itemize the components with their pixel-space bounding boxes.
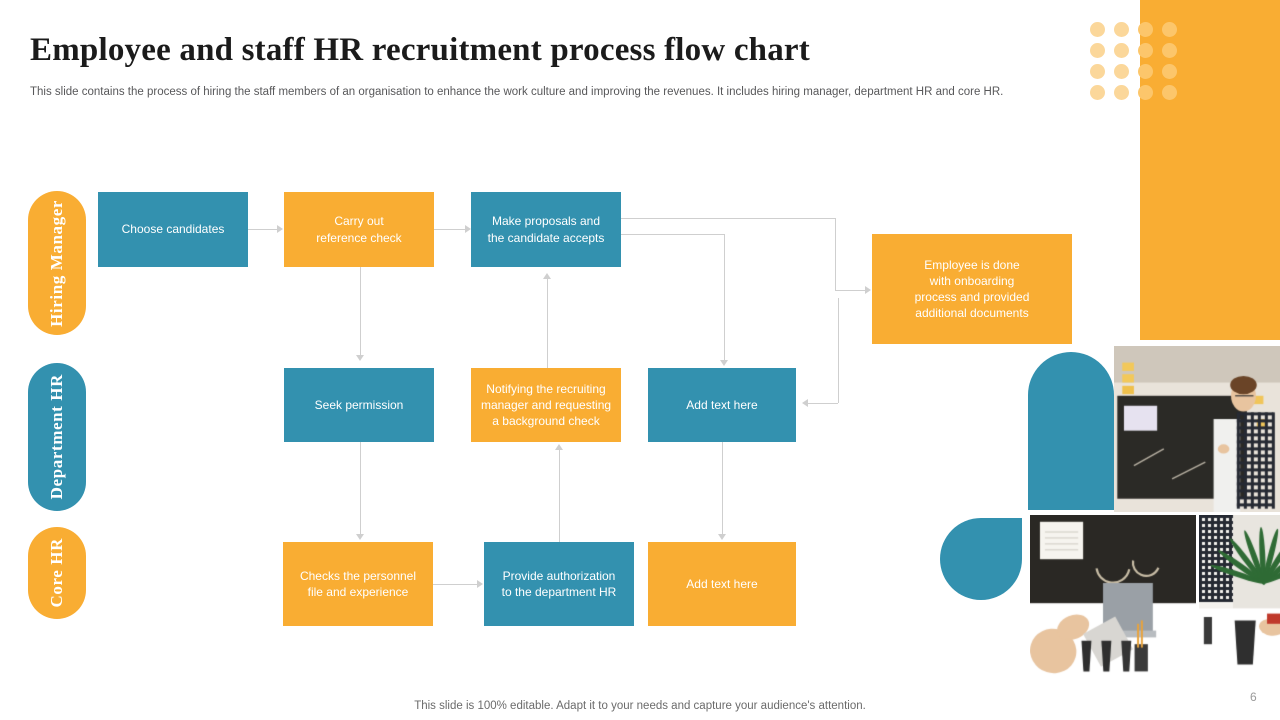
connector-auth-to-notify [559, 450, 560, 542]
page-title: Employee and staff HR recruitment proces… [30, 32, 810, 68]
dot [1090, 85, 1105, 100]
arch-decoration [1028, 352, 1114, 510]
swimlane-core-hr: Core HR [28, 527, 86, 619]
connector-notify-to-proposals [547, 279, 548, 368]
arrowhead-down [720, 360, 728, 366]
connector-onboarding-in-h [835, 290, 865, 291]
swimlane-hiring-manager: Hiring Manager [28, 191, 86, 335]
leaf-decoration [940, 518, 1022, 600]
connector-onboarding-to-addtext-v [838, 298, 839, 403]
swimlane-label: Hiring Manager [47, 199, 66, 327]
arrowhead-right [477, 580, 483, 588]
dot [1090, 22, 1105, 37]
arrowhead-down [356, 355, 364, 361]
process-box-seek-permission[interactable]: Seek permission [284, 368, 434, 442]
dot [1138, 22, 1153, 37]
swimlane-department-hr: Department HR [28, 363, 86, 511]
dot [1162, 43, 1177, 58]
arrowhead-right [865, 286, 871, 294]
connector-seek-to-checks [360, 442, 361, 534]
connector-proposals-to-addtext-h [621, 234, 724, 235]
photo-desk-with-plant [1199, 515, 1280, 685]
dot-grid-decoration [1090, 22, 1186, 106]
arrowhead-down [356, 534, 364, 540]
page-subtitle: This slide contains the process of hirin… [30, 86, 1004, 98]
process-box-add-text-bottom[interactable]: Add text here [648, 542, 796, 626]
dot [1162, 22, 1177, 37]
process-box-add-text-mid[interactable]: Add text here [648, 368, 796, 442]
footer-note: This slide is 100% editable. Adapt it to… [414, 700, 866, 712]
connector-addtext-to-addtext [722, 442, 723, 534]
dot [1162, 85, 1177, 100]
connector-proposals-to-onboarding-h [621, 218, 835, 219]
dot [1114, 22, 1129, 37]
photo-presenter-at-blackboard [1114, 346, 1280, 512]
swimlane-label: Department HR [47, 374, 66, 500]
dot [1138, 85, 1153, 100]
dot [1138, 64, 1153, 79]
arrowhead-right [277, 225, 283, 233]
arrowhead-left [802, 399, 808, 407]
photo-hands-with-tablet [1030, 515, 1196, 685]
page-number: 6 [1250, 690, 1257, 704]
connector-reference-to-proposals [434, 229, 465, 230]
connector-proposals-to-onboarding-v [835, 218, 836, 290]
arrowhead-up [555, 444, 563, 450]
arrowhead-down [718, 534, 726, 540]
connector-reference-to-seek [360, 267, 361, 355]
connector-choose-to-reference [248, 229, 277, 230]
dot [1090, 64, 1105, 79]
arrowhead-right [465, 225, 471, 233]
swimlane-label: Core HR [47, 538, 66, 608]
orange-side-panel [1140, 0, 1280, 340]
connector-checks-to-auth [433, 584, 477, 585]
process-box-choose-candidates[interactable]: Choose candidates [98, 192, 248, 267]
dot [1138, 43, 1153, 58]
dot [1162, 64, 1177, 79]
connector-proposals-to-addtext-v [724, 234, 725, 360]
connector-onboarding-to-addtext-h [808, 403, 838, 404]
arrowhead-up [543, 273, 551, 279]
dot [1114, 64, 1129, 79]
dot [1090, 43, 1105, 58]
dot [1114, 43, 1129, 58]
dot [1114, 85, 1129, 100]
